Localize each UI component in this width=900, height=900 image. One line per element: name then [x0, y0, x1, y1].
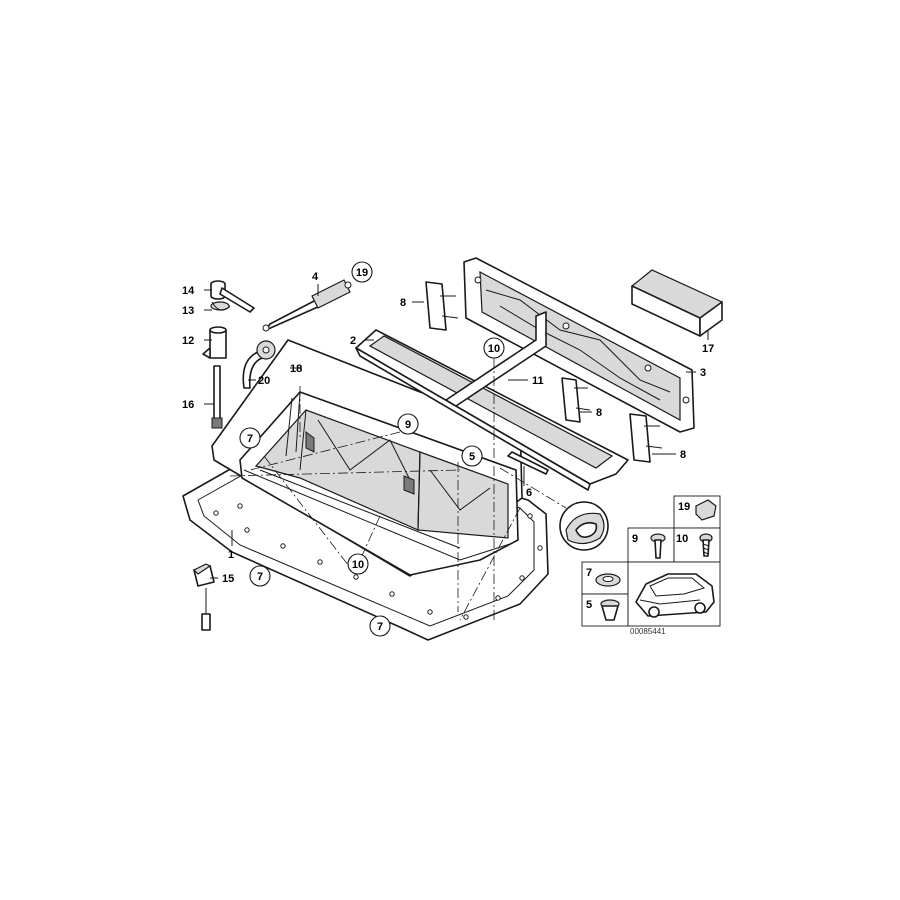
callout-19-circled: 19	[356, 267, 368, 279]
callout-15: 15	[222, 573, 234, 585]
gas-strut-part	[262, 279, 352, 332]
leader-lines	[204, 284, 709, 579]
callout-4: 4	[312, 271, 319, 283]
clip-part-b	[561, 377, 591, 423]
rear-panel-part	[463, 257, 695, 433]
callout-18: 18	[290, 363, 302, 375]
callout-8-top: 8	[400, 297, 406, 309]
callout-17: 17	[702, 343, 714, 355]
assembly-lines	[229, 358, 521, 621]
callout-11: 11	[532, 375, 544, 387]
callout-7-circled-left: 7	[247, 433, 253, 445]
callout-7-circled-lower: 7	[257, 571, 263, 583]
legend-7-label: 7	[586, 567, 592, 579]
clip-19-icon	[695, 499, 717, 521]
callout-14: 14	[182, 285, 195, 297]
fastener-legend: 19 9 10 7 5	[581, 495, 721, 636]
catalog-number: 00085441	[630, 627, 666, 636]
callout-7-circled-bottom: 7	[377, 621, 383, 633]
seal-detail-part	[499, 467, 609, 551]
callout-10-circled-lower: 10	[352, 559, 364, 571]
handle-part	[242, 340, 276, 389]
circled-callouts: 19 10 9 7 5 7 10 7	[239, 261, 505, 637]
callout-8-right: 8	[680, 449, 686, 461]
callout-13: 13	[182, 305, 194, 317]
plug-5-icon	[600, 599, 620, 621]
clip-part-a	[425, 281, 459, 331]
legend-9-label: 9	[632, 533, 638, 545]
callout-12: 12	[182, 335, 194, 347]
screw-10-icon	[699, 533, 713, 557]
callout-16: 16	[182, 399, 194, 411]
callout-3: 3	[700, 367, 706, 379]
legend-5-label: 5	[586, 599, 592, 611]
callout-5-circled: 5	[469, 451, 475, 463]
clip-part-c	[629, 413, 663, 463]
sensor-part	[192, 563, 215, 631]
bracket-strip-part	[445, 311, 547, 407]
legend-19-label: 19	[678, 501, 690, 513]
car-location-icon	[635, 573, 715, 618]
jack-assembly-part	[202, 280, 255, 429]
callout-labels: 1 2 3 4 6 8 8 8 11 12 13 14 15 16 17 18 …	[182, 271, 714, 585]
callout-9-circled: 9	[405, 419, 411, 431]
callout-6: 6	[526, 487, 532, 499]
callout-10-circled-top: 10	[488, 343, 500, 355]
lid-panel-part	[355, 329, 629, 491]
rod-part	[507, 451, 549, 475]
callout-20: 20	[258, 375, 270, 387]
grommet-7-icon	[595, 573, 621, 587]
legend-10-label: 10	[676, 533, 688, 545]
callout-2: 2	[350, 335, 356, 347]
callout-8-middle: 8	[596, 407, 602, 419]
rivet-9-icon	[650, 533, 666, 559]
storage-box-part	[630, 269, 724, 337]
callout-1: 1	[228, 549, 234, 561]
tray-tub	[239, 391, 519, 576]
